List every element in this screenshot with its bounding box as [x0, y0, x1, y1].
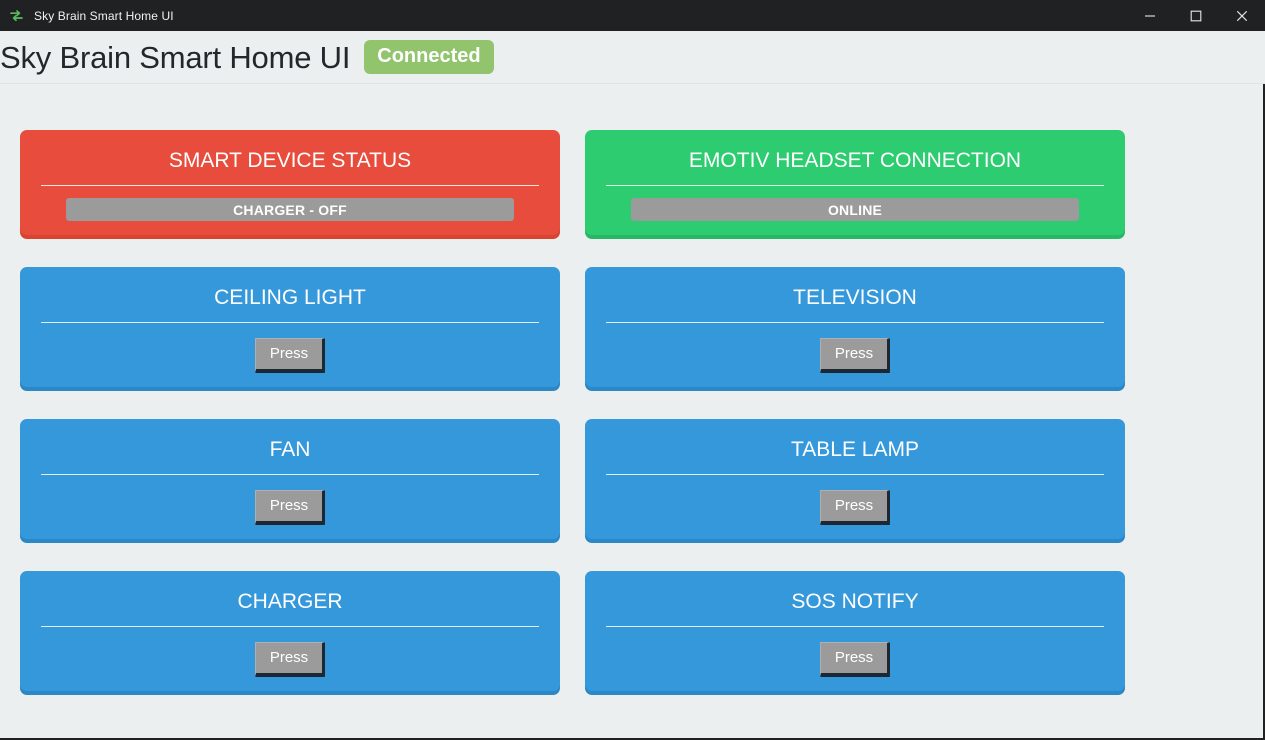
card-divider [41, 626, 539, 627]
charger-press-button[interactable]: Press [254, 642, 326, 677]
device-status-text: CHARGER - OFF [233, 201, 347, 218]
close-icon [1236, 10, 1248, 22]
card-divider [41, 322, 539, 323]
button-row: Press [603, 338, 1107, 373]
card-smart-device-status: SMART DEVICE STATUS CHARGER - OFF [20, 130, 560, 235]
card-table-lamp: TABLE LAMP Press [585, 419, 1125, 539]
card-divider [41, 185, 539, 186]
card-emotiv-headset-connection: EMOTIV HEADSET CONNECTION ONLINE [585, 130, 1125, 235]
minimize-button[interactable] [1127, 0, 1173, 31]
card-divider [606, 626, 1104, 627]
card-title: FAN [269, 438, 311, 460]
card-title: CEILING LIGHT [214, 286, 366, 308]
button-row: Press [38, 338, 542, 373]
card-title: SOS NOTIFY [791, 590, 919, 612]
card-title: SMART DEVICE STATUS [168, 149, 412, 171]
card-divider [606, 322, 1104, 323]
minimize-icon [1144, 10, 1156, 22]
card-title: EMOTIV HEADSET CONNECTION [688, 149, 1022, 171]
title-bar: Sky Brain Smart Home UI [0, 0, 1265, 31]
transfer-arrows-icon [8, 7, 25, 24]
card-divider [41, 474, 539, 475]
card-ceiling-light: CEILING LIGHT Press [20, 267, 560, 387]
card-sos-notify: SOS NOTIFY Press [585, 571, 1125, 691]
maximize-icon [1190, 10, 1202, 22]
page-title: Sky Brain Smart Home UI [0, 39, 351, 75]
card-title: TELEVISION [793, 286, 917, 308]
device-status-bar: CHARGER - OFF [66, 198, 514, 221]
card-title: CHARGER [237, 590, 343, 612]
device-card-grid: SMART DEVICE STATUS CHARGER - OFF EMOTIV… [20, 130, 1125, 691]
television-press-button[interactable]: Press [819, 338, 891, 373]
headset-status-bar: ONLINE [631, 198, 1079, 221]
button-row: Press [38, 490, 542, 525]
window-controls [1127, 0, 1265, 31]
headset-status-text: ONLINE [827, 201, 883, 218]
card-fan: FAN Press [20, 419, 560, 539]
maximize-button[interactable] [1173, 0, 1219, 31]
table-lamp-press-button[interactable]: Press [819, 490, 891, 525]
button-row: Press [38, 642, 542, 677]
close-button[interactable] [1219, 0, 1265, 31]
card-charger: CHARGER Press [20, 571, 560, 691]
button-row: Press [603, 642, 1107, 677]
button-row: Press [603, 490, 1107, 525]
card-television: TELEVISION Press [585, 267, 1125, 387]
title-bar-left: Sky Brain Smart Home UI [0, 7, 174, 24]
card-divider [606, 185, 1104, 186]
card-divider [606, 474, 1104, 475]
ceiling-light-press-button[interactable]: Press [254, 338, 326, 373]
window-title: Sky Brain Smart Home UI [34, 8, 174, 23]
page-header: Sky Brain Smart Home UI Connected [0, 31, 1265, 84]
main-content: SMART DEVICE STATUS CHARGER - OFF EMOTIV… [0, 84, 1265, 740]
fan-press-button[interactable]: Press [254, 490, 326, 525]
card-title: TABLE LAMP [791, 438, 919, 460]
connection-status-badge: Connected [364, 40, 494, 74]
sos-notify-press-button[interactable]: Press [819, 642, 891, 677]
